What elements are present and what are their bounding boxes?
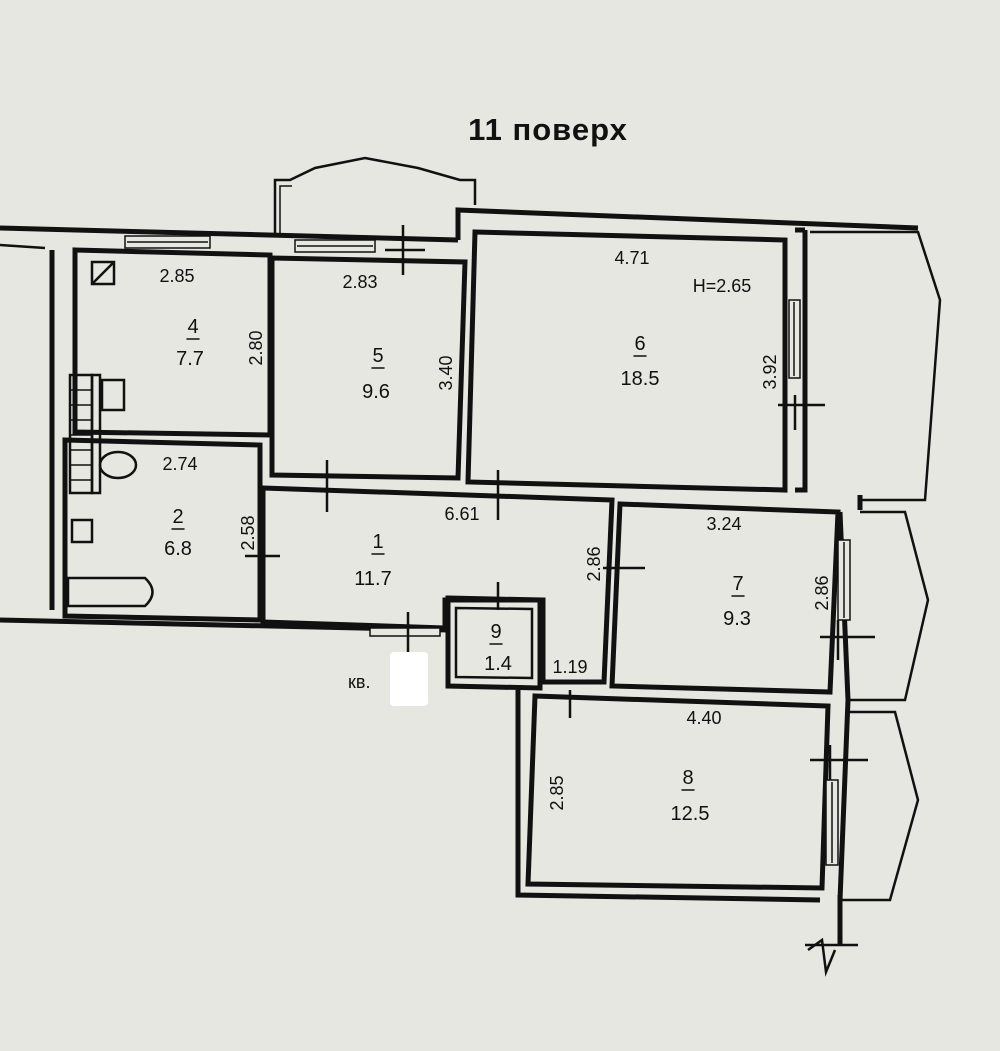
room-9: 9 1.4 1.19 — [445, 595, 588, 691]
room-6-width: 4.71 — [614, 248, 649, 268]
room-2-width: 2.74 — [162, 454, 197, 474]
room-8: 4.40 8 12.5 2.85 — [515, 690, 831, 903]
bathtub-icon — [66, 576, 154, 608]
room-2-depth: 2.58 — [238, 515, 258, 550]
utility-shaft — [68, 373, 102, 495]
room-2-number: 2 — [172, 506, 183, 528]
room-4-area: 7.7 — [176, 348, 204, 370]
right-balconies — [795, 230, 942, 977]
room-1: 6.61 1 11.7 2.86 — [260, 485, 615, 685]
room-1-area: 11.7 — [354, 568, 391, 590]
room-8-number: 8 — [682, 767, 693, 789]
room-1-number: 1 — [372, 531, 383, 553]
room-5-area: 9.6 — [362, 381, 390, 403]
room-6-number: 6 — [634, 333, 645, 355]
room-9-number: 9 — [490, 621, 501, 643]
room-5-number: 5 — [372, 345, 383, 367]
room-6: 4.71 H=2.65 6 18.5 3.92 — [465, 229, 788, 493]
room-7-width: 3.24 — [706, 514, 741, 534]
room-5-width: 2.83 — [342, 272, 377, 292]
room-7-area: 9.3 — [723, 608, 751, 630]
room-6-area: 18.5 — [621, 368, 660, 390]
room-2: 2.74 2 6.8 2.58 — [62, 437, 263, 623]
bay-balcony-top — [273, 156, 477, 235]
doors — [245, 225, 875, 780]
room-8-area: 12.5 — [671, 803, 710, 825]
room-4-depth: 2.80 — [246, 330, 266, 365]
room-2-area: 6.8 — [164, 538, 192, 560]
room-8-depth: 2.85 — [547, 775, 567, 810]
floor-title: 11 поверх — [468, 112, 628, 147]
redacted-apartment-number — [390, 652, 428, 706]
room-7-depth: 2.86 — [812, 575, 832, 610]
room-9-width: 1.19 — [552, 657, 587, 677]
room-5: 2.83 5 9.6 3.40 — [269, 255, 468, 481]
toilet-icon — [98, 450, 138, 480]
room-4-width: 2.85 — [159, 266, 194, 286]
room-4: 2.85 4 7.7 2.80 — [72, 247, 273, 438]
outer-wall-top — [455, 207, 919, 240]
room-9-area: 1.4 — [484, 653, 512, 675]
room-7: 3.24 7 9.3 2.86 — [609, 501, 841, 695]
room-8-width: 4.40 — [686, 708, 721, 728]
windows — [124, 235, 851, 866]
vent-icon — [90, 260, 116, 286]
ceiling-height: H=2.65 — [693, 276, 752, 296]
room-6-depth: 3.92 — [760, 354, 780, 389]
sink-icon — [70, 518, 94, 544]
room-5-depth: 3.40 — [436, 355, 456, 390]
room-1-width: 6.61 — [444, 504, 479, 524]
apartment-label: кв. — [348, 672, 370, 692]
sink-icon — [100, 378, 126, 412]
room-1-depth: 2.86 — [584, 546, 604, 581]
room-4-number: 4 — [187, 316, 198, 338]
room-7-number: 7 — [732, 573, 743, 595]
